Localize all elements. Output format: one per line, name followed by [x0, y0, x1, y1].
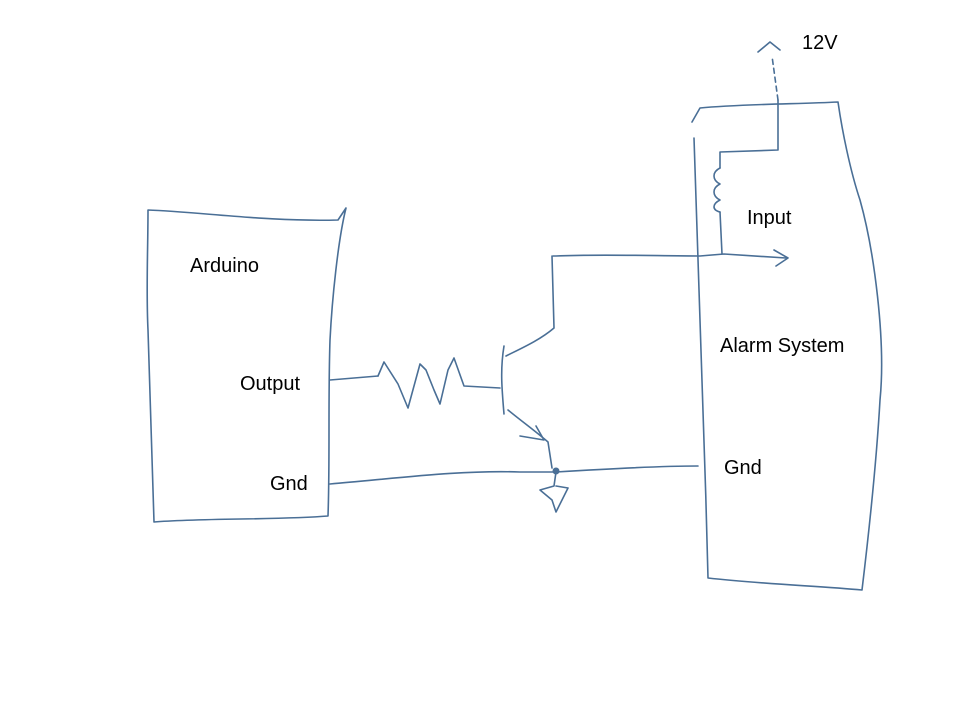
- transistor-base: [500, 345, 505, 415]
- base-resistor: [377, 357, 501, 409]
- pullup-wire-top: [719, 99, 779, 169]
- arduino-box: [146, 207, 347, 523]
- supply-voltage-label: 12V: [802, 32, 838, 54]
- supply-arrowhead: [757, 41, 781, 53]
- alarm-system-label: Alarm System: [720, 335, 845, 357]
- alarm-input-label: Input: [747, 207, 792, 229]
- supply-arrow: [771, 55, 779, 101]
- arduino-gnd-label: Gnd: [270, 473, 308, 495]
- input-arrowhead: [773, 249, 789, 267]
- output-wire: [329, 375, 379, 381]
- ground-junction: [552, 467, 560, 475]
- transistor-emitter: [507, 409, 553, 469]
- collector-wire: [552, 253, 787, 259]
- pullup-wire-bottom: [719, 211, 723, 255]
- alarm-gnd-label: Gnd: [724, 457, 762, 479]
- emitter-arrow: [519, 425, 545, 441]
- ground-symbol: [539, 471, 569, 513]
- pullup-resistor: [713, 167, 721, 213]
- ground-wire: [329, 465, 699, 485]
- transistor-collector: [505, 255, 555, 357]
- alarm-system-box: [691, 101, 883, 591]
- arduino-output-label: Output: [240, 373, 301, 395]
- arduino-label: Arduino: [190, 255, 259, 277]
